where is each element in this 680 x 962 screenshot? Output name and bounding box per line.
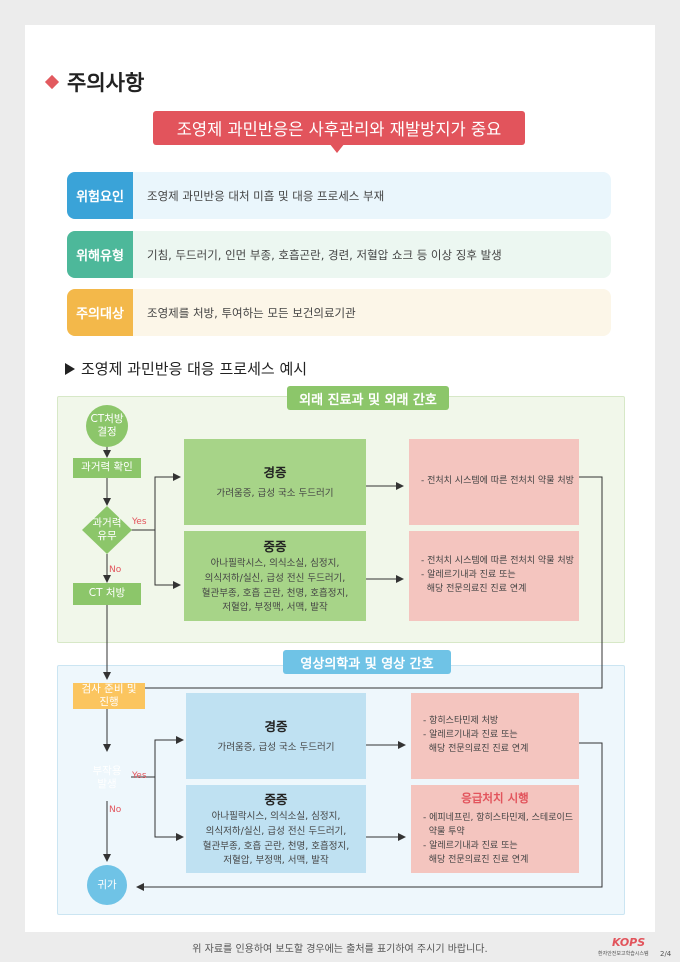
adverse-decision-node: 부작용 발생 bbox=[82, 754, 132, 802]
mild-box: 경증 가려움증, 급성 국소 두드러기 bbox=[184, 439, 366, 525]
mild-text: 가려움증, 급성 국소 두드러기 bbox=[216, 488, 334, 500]
risk-row-target: 주의대상 조영제를 처방, 투여하는 모든 보건의료기관 bbox=[67, 289, 611, 336]
severe-box: 중증 아나필락시스, 의식소실, 심정지, 의식저하/실신, 급성 전신 두드러… bbox=[184, 531, 366, 621]
severe-action-box: - 전처치 시스템에 따른 전처치 약물 처방 - 알레르기내과 진료 또는 해… bbox=[409, 531, 579, 621]
action-line: 해당 전문의료진 진료 연계 bbox=[423, 854, 529, 865]
mild-action-box: - 항히스타민제 처방 - 알레르기내과 진료 또는 해당 전문의료진 진료 연… bbox=[411, 693, 579, 779]
severe-line: 아나필락시스, 의식소실, 심정지, bbox=[210, 558, 340, 570]
risk-text: 조영제를 처방, 투여하는 모든 보건의료기관 bbox=[147, 305, 356, 320]
action-line: - 알레르기내과 진료 또는 bbox=[423, 730, 518, 741]
kops-logo: KOPS bbox=[612, 936, 646, 949]
yes-label: Yes bbox=[132, 771, 147, 781]
severe-line: 아나필락시스, 의식소실, 심정지, bbox=[211, 811, 341, 823]
start-node: CT처방 결정 bbox=[86, 405, 128, 447]
triangle-bullet-icon bbox=[65, 362, 75, 375]
risk-text: 조영제 과민반응 대처 미흡 및 대응 프로세스 부재 bbox=[147, 188, 385, 203]
process-title: 조영제 과민반응 대응 프로세스 예시 bbox=[81, 360, 308, 378]
history-decision-node: 과거력 유무 bbox=[82, 506, 132, 554]
severe-box: 중증 아나필락시스, 의식소실, 심정지, 의식저하/실신, 급성 전신 두드러… bbox=[186, 785, 366, 873]
action-line: - 항히스타민제 처방 bbox=[423, 716, 499, 727]
risk-label: 위험요인 bbox=[67, 172, 133, 219]
radiology-zone-label: 영상의학과 및 영상 간호 bbox=[283, 650, 451, 674]
page: 주의사항 조영제 과민반응은 사후관리와 재발방지가 중요 위험요인 조영제 과… bbox=[25, 25, 655, 932]
process-heading: 조영제 과민반응 대응 프로세스 예시 bbox=[65, 358, 307, 379]
severe-line: 저혈압, 부정맥, 서맥, 발작 bbox=[223, 855, 329, 867]
action-line: - 알레르기내과 진료 또는 bbox=[421, 570, 516, 581]
severe-line: 저혈압, 부정맥, 서맥, 발작 bbox=[222, 602, 328, 614]
severe-line: 혈관부종, 호흡 곤란, 천명, 호흡정지, bbox=[201, 587, 349, 599]
flow-connectors bbox=[103, 437, 603, 891]
severe-line: 혈관부종, 호흡 곤란, 천명, 호흡정지, bbox=[202, 840, 350, 852]
mild-box: 경증 가려움증, 급성 국소 두드러기 bbox=[186, 693, 366, 779]
discharge-node: 귀가 bbox=[87, 865, 127, 905]
ct-order-node: CT 처방 bbox=[73, 583, 141, 605]
page-number: 2/4 bbox=[660, 950, 672, 958]
kops-logo-subtitle: 환자안전보고학습시스템 bbox=[598, 951, 649, 957]
no-label: No bbox=[109, 565, 122, 575]
severe-line: 의식저하/실신, 급성 전신 두드러기, bbox=[205, 825, 347, 837]
mild-text: 가려움증, 급성 국소 두드러기 bbox=[217, 742, 335, 754]
severe-title: 중증 bbox=[263, 539, 287, 555]
no-label: No bbox=[109, 805, 122, 815]
action-line: 해당 전문의료진 진료 연계 bbox=[421, 583, 527, 594]
exam-prep-node: 검사 준비 및 진행 bbox=[73, 683, 145, 709]
section-heading: 주의사항 bbox=[44, 67, 145, 97]
severe-title: 중증 bbox=[264, 792, 288, 808]
action-line: - 전처치 시스템에 따른 전처치 약물 처방 bbox=[421, 476, 574, 487]
risk-label: 위해유형 bbox=[67, 231, 133, 278]
mild-action-box: - 전처치 시스템에 따른 전처치 약물 처방 bbox=[409, 439, 579, 525]
mild-title: 경증 bbox=[264, 719, 288, 735]
emergency-title: 응급처치 시행 bbox=[461, 791, 529, 806]
risk-text: 기침, 두드러기, 인먼 부종, 호흡곤란, 경련, 저혈압 쇼크 등 이상 징… bbox=[147, 247, 502, 262]
citation-notice: 위 자료를 인용하여 보도할 경우에는 출처를 표기하여 주시기 바랍니다. bbox=[192, 944, 488, 955]
risk-row-type: 위해유형 기침, 두드러기, 인먼 부종, 호흡곤란, 경련, 저혈압 쇼크 등… bbox=[67, 231, 611, 278]
severe-action-box: 응급처치 시행 - 에피네프린, 항히스타민제, 스테로이드 약물 투약 - 알… bbox=[411, 785, 579, 873]
action-line: - 전처치 시스템에 따른 전처치 약물 처방 bbox=[421, 556, 574, 567]
mild-title: 경증 bbox=[263, 465, 287, 481]
yes-label: Yes bbox=[132, 517, 147, 527]
history-check-node: 과거력 확인 bbox=[73, 458, 141, 478]
action-line: - 알레르기내과 진료 또는 bbox=[423, 840, 518, 851]
banner-pointer bbox=[329, 143, 345, 153]
key-message-banner: 조영제 과민반응은 사후관리와 재발방지가 중요 bbox=[153, 111, 525, 145]
severe-line: 의식저하/실신, 급성 전신 두드러기, bbox=[204, 572, 346, 584]
action-line: 약물 투약 bbox=[423, 826, 465, 837]
outpatient-zone-label: 외래 진료과 및 외래 간호 bbox=[287, 386, 449, 410]
action-line: 해당 전문의료진 진료 연계 bbox=[423, 743, 529, 754]
action-line: - 에피네프린, 항히스타민제, 스테로이드 bbox=[423, 813, 574, 824]
risk-label: 주의대상 bbox=[67, 289, 133, 336]
page-title: 주의사항 bbox=[67, 71, 145, 95]
risk-row-factor: 위험요인 조영제 과민반응 대처 미흡 및 대응 프로세스 부재 bbox=[67, 172, 611, 219]
